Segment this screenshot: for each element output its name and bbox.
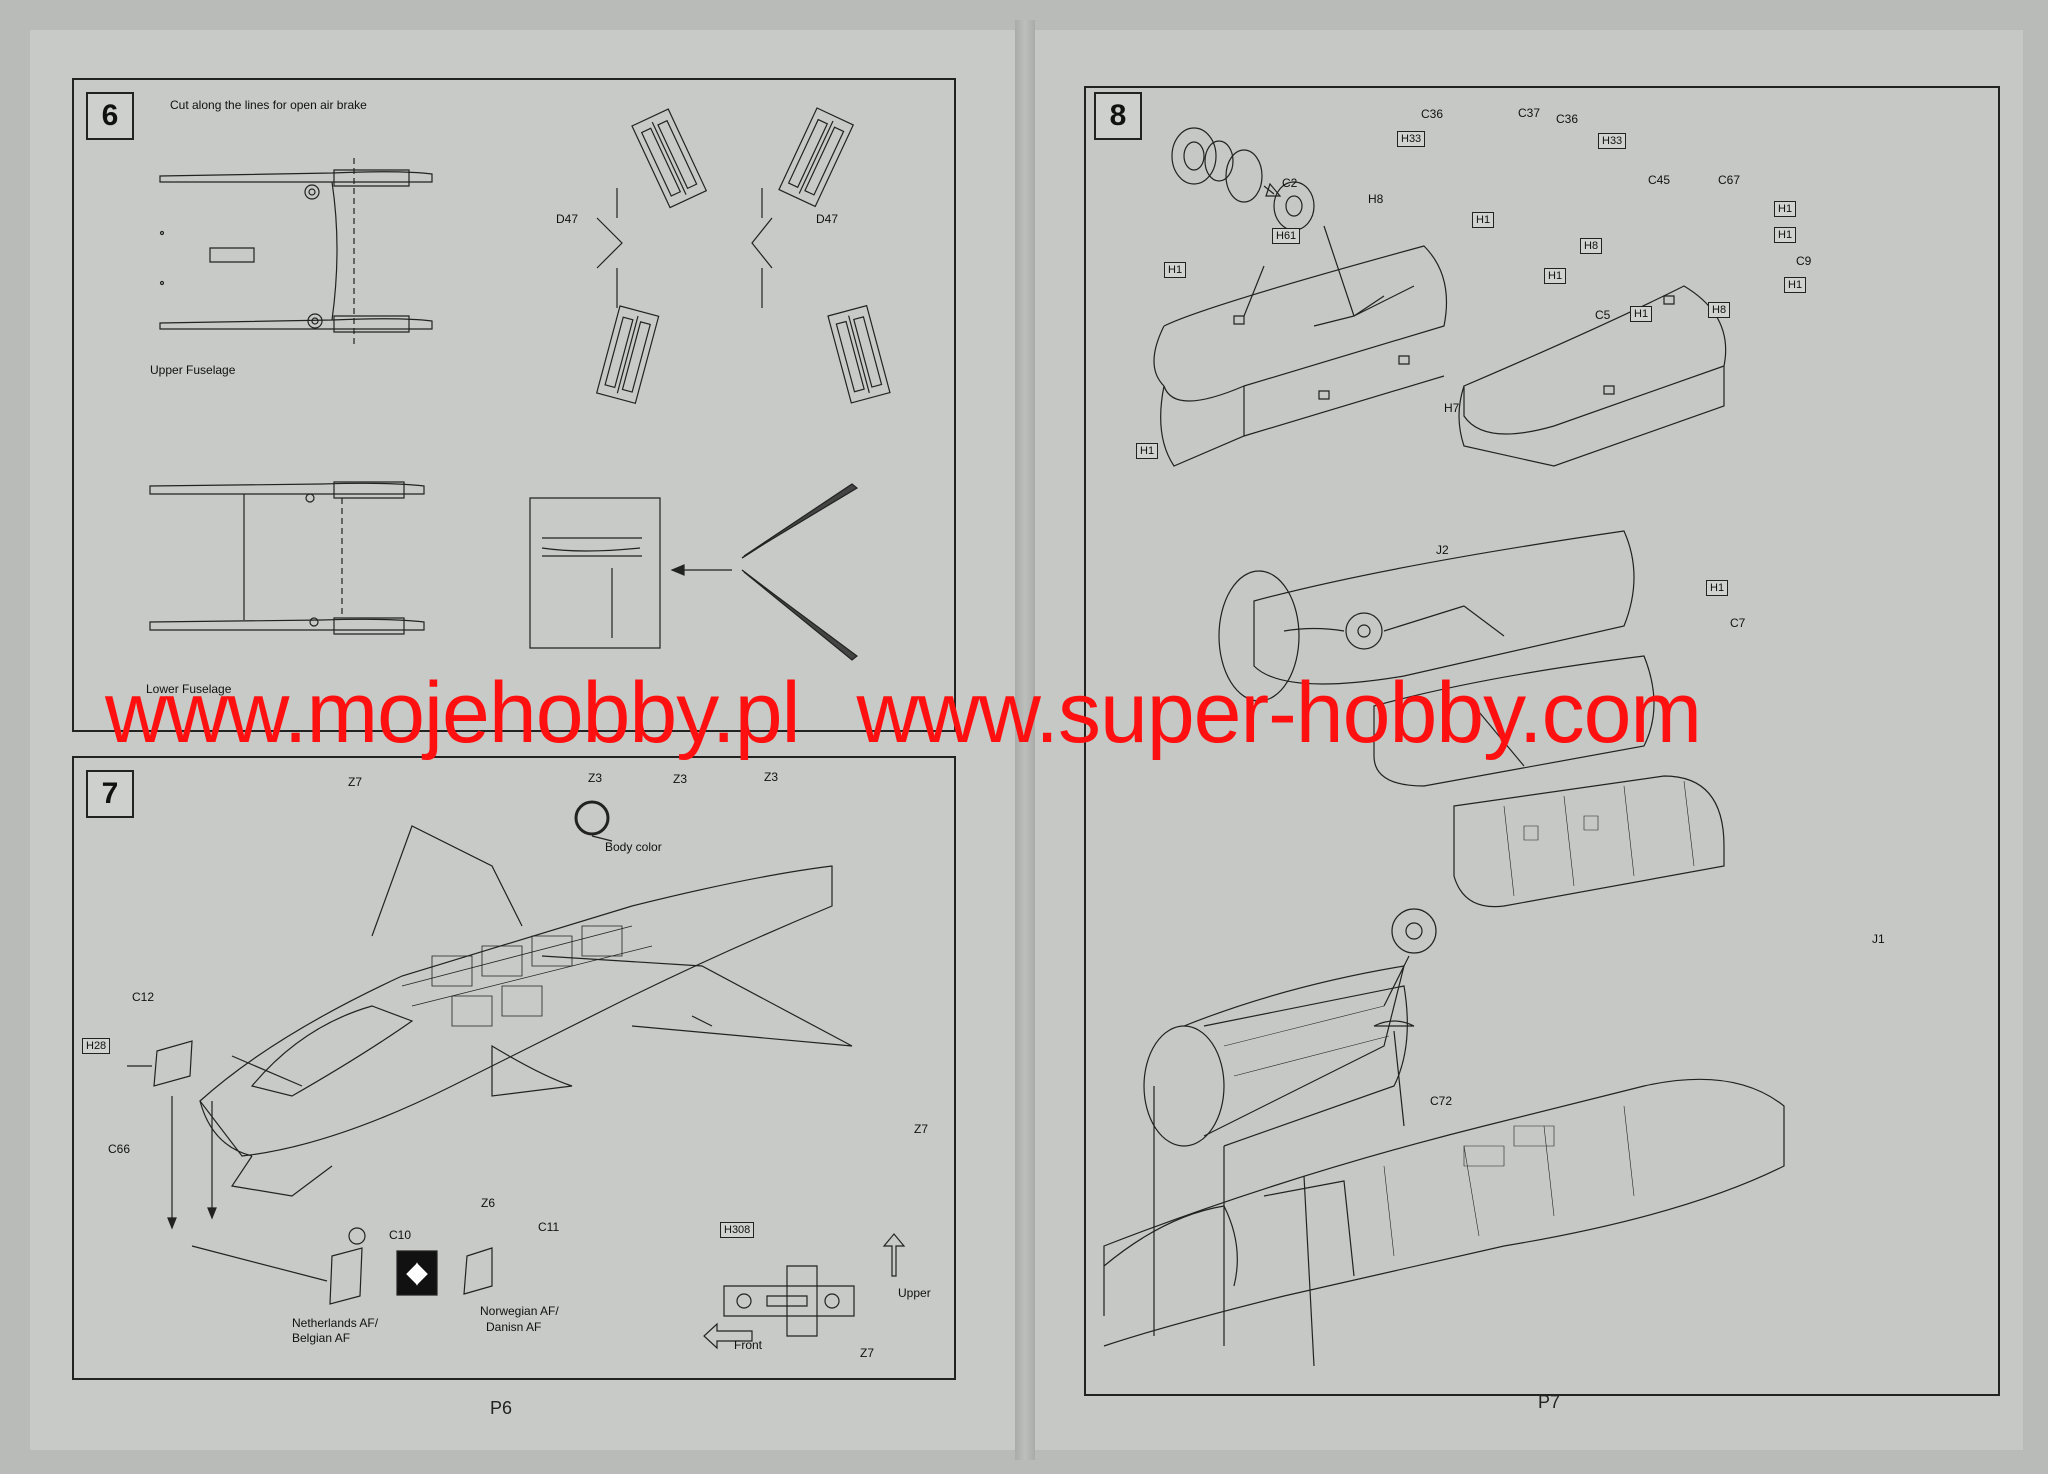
step8-c45: C45 [1648, 173, 1671, 187]
step8-c37: C37 [1518, 106, 1541, 120]
page-gutter [1015, 20, 1035, 1460]
step7-norwegian: Norwegian AF/ [480, 1304, 559, 1318]
step8-c36-a: C36 [1421, 107, 1444, 121]
step7-z3-b: Z3 [673, 772, 688, 786]
step8-c36-b: C36 [1556, 112, 1579, 126]
step8-c7: C7 [1730, 616, 1746, 630]
step7-z3-c: Z3 [764, 770, 779, 784]
step8-c9: C9 [1796, 254, 1812, 268]
step8-h33-a: H33 [1397, 131, 1426, 147]
step7-front: Front [734, 1338, 763, 1352]
step7-number: 7 [86, 770, 134, 818]
step8-h1-b: H1 [1136, 443, 1159, 459]
step7-z7-top: Z7 [348, 775, 363, 789]
step8-h8-c: H8 [1708, 302, 1731, 318]
step6-number: 6 [86, 92, 134, 140]
watermark-right: www.super-hobby.com [856, 665, 1703, 761]
step8-h1-g: H1 [1630, 306, 1653, 322]
step8-h1-f: H1 [1784, 277, 1807, 293]
step8-h33-b: H33 [1598, 133, 1627, 149]
step7-z7-right: Z7 [914, 1122, 929, 1136]
step8-j2: J2 [1436, 543, 1449, 557]
step8-panel [1084, 86, 2000, 1396]
page-number-left: P6 [490, 1398, 513, 1418]
step7-upper: Upper [898, 1286, 931, 1300]
step8-h8: H8 [1368, 192, 1384, 206]
step7-z7-bottom: Z7 [860, 1346, 875, 1360]
step8-h1-d: H1 [1774, 227, 1797, 243]
step8-c72: C72 [1430, 1094, 1453, 1108]
step8-h8-b: H8 [1580, 238, 1603, 254]
watermark: www.mojehobby.pl www.super-hobby.com [105, 664, 1703, 763]
step6-part-right: D47 [816, 212, 839, 226]
step7-z6: Z6 [481, 1196, 496, 1210]
step8-j1: J1 [1872, 932, 1885, 946]
step7-c10: C10 [389, 1228, 412, 1242]
step6-upper-label: Upper Fuselage [150, 363, 236, 377]
step6-part-left: D47 [556, 212, 579, 226]
step7-z3-a: Z3 [588, 771, 603, 785]
left-page [30, 30, 1020, 1450]
step8-h1-j: H1 [1706, 580, 1729, 596]
step7-h28: H28 [82, 1038, 111, 1054]
step8-h1-e: H1 [1544, 268, 1567, 284]
step8-c67: C67 [1718, 173, 1741, 187]
step8-h1-wheel: H1 [1472, 212, 1495, 228]
step7-danish: Danisn AF [486, 1320, 542, 1334]
step7-h308: H308 [720, 1222, 755, 1238]
step8-c2: C2 [1282, 176, 1298, 190]
step8-h1-c: H1 [1774, 201, 1797, 217]
step7-c66: C66 [108, 1142, 131, 1156]
step6-drawing [72, 78, 952, 728]
step6-lower-label: Lower Fuselage [146, 682, 232, 696]
step8-drawing [1084, 86, 1996, 1392]
step6-note: Cut along the lines for open air brake [170, 98, 367, 112]
step8-h7: H7 [1444, 401, 1460, 415]
step7-drawing [72, 756, 952, 1376]
step8-c5: C5 [1595, 308, 1611, 322]
step8-h61: H61 [1272, 228, 1301, 244]
step6-panel [72, 78, 956, 732]
page-number-right: P7 [1538, 1392, 1561, 1412]
step7-netherlands: Netherlands AF/ [292, 1316, 379, 1330]
step8-number: 8 [1094, 92, 1142, 140]
watermark-left: www.mojehobby.pl [105, 665, 801, 761]
step8-h1-a: H1 [1164, 262, 1187, 278]
step7-c12: C12 [132, 990, 155, 1004]
step7-body-color: Body color [605, 840, 662, 854]
step7-c11: C11 [538, 1220, 560, 1234]
step7-panel [72, 756, 956, 1380]
step7-belgian: Belgian AF [292, 1331, 351, 1345]
